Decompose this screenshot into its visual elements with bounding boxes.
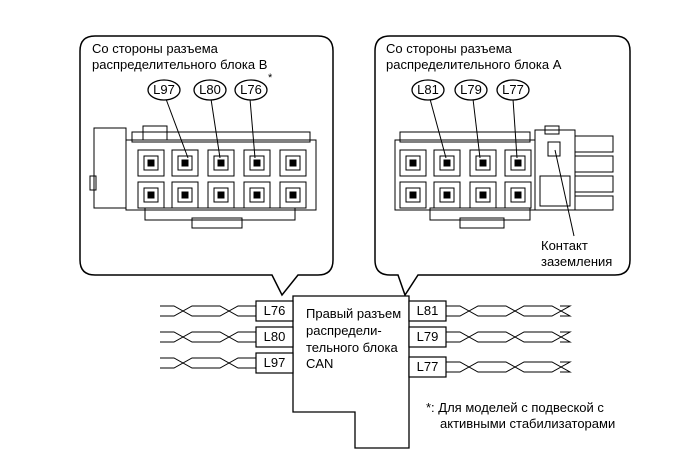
block-label-line1: Правый разъем: [306, 306, 402, 321]
block-label-line4: CAN: [306, 356, 334, 371]
terminal-left-1: L76: [263, 303, 286, 318]
terminal-boxes: [255, 300, 447, 378]
block-label-line2: распредели-: [306, 323, 382, 338]
terminal-left-3: L97: [263, 355, 286, 370]
pin-label-a-2: L79: [460, 82, 482, 97]
callout-left-bubble: [79, 35, 334, 297]
asterisk-mark: *: [268, 72, 273, 84]
callout-b-title-line2: распределительного блока B: [92, 57, 268, 72]
footnote-line1: *: Для моделей с подвеской с: [426, 400, 604, 415]
callout-right-bubble: [374, 35, 631, 297]
callout-a-title-line1: Со стороны разъема: [386, 41, 512, 56]
pin-label-b-2: L80: [199, 82, 221, 97]
footnote-line2: активными стабилизаторами: [440, 416, 616, 431]
terminal-left-2: L80: [263, 329, 286, 344]
block-label-line3: тельного блока: [306, 340, 398, 355]
pin-label-a-3: L77: [502, 82, 524, 97]
ground-contact-line2: заземления: [541, 254, 613, 269]
terminal-right-2: L79: [416, 329, 439, 344]
pin-label-a-1: L81: [417, 82, 439, 97]
callout-b-title-line1: Со стороны разъема: [92, 41, 218, 56]
connector-a-face: [394, 125, 614, 229]
terminal-right-3: L77: [416, 359, 439, 374]
callout-a-title-line2: распределительного блока A: [386, 57, 562, 72]
pin-label-b-1: L97: [153, 82, 175, 97]
pin-label-b-3: L76: [240, 82, 262, 97]
connector-b-face: [89, 125, 317, 229]
terminal-right-1: L81: [416, 303, 439, 318]
pin-ellipses: [147, 79, 530, 101]
can-junction-block: [292, 295, 410, 449]
pin-leaders: [165, 98, 575, 237]
ground-contact-line1: Контакт: [541, 238, 588, 253]
